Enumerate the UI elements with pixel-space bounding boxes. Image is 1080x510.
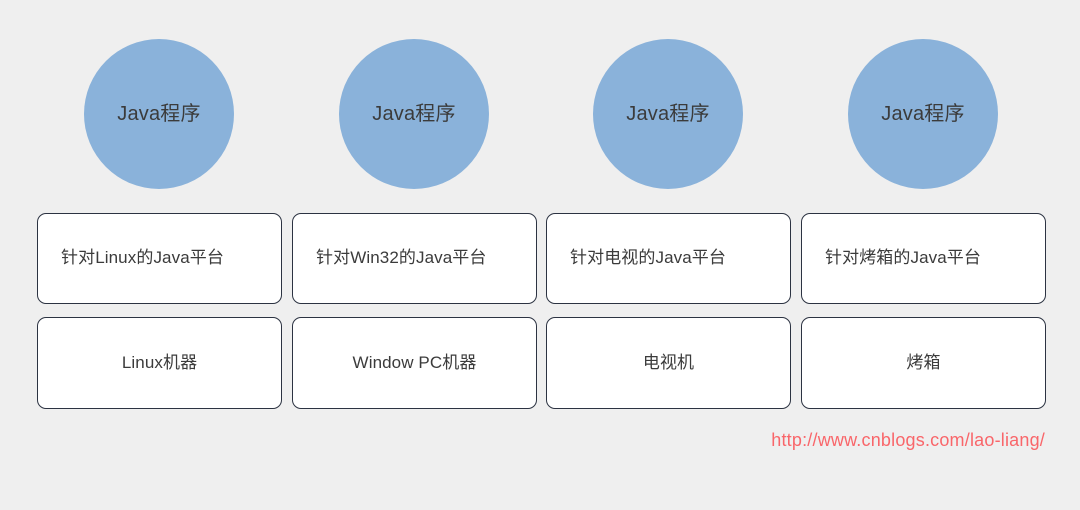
machine-label: Window PC机器 [352, 352, 477, 372]
platform-box-2: 针对电视的Java平台 [546, 213, 791, 304]
platform-label: 针对电视的Java平台 [570, 248, 727, 268]
platform-label: 针对Win32的Java平台 [316, 248, 487, 268]
platform-box-3: 针对烤箱的Java平台 [801, 213, 1046, 304]
java-program-circle-3: Java程序 [848, 39, 998, 189]
circle-label: Java程序 [881, 103, 965, 125]
java-program-circle-0: Java程序 [84, 39, 234, 189]
circle-label: Java程序 [626, 103, 710, 125]
circle-label: Java程序 [372, 103, 456, 125]
circle-label: Java程序 [117, 103, 201, 125]
machine-box-3: 烤箱 [801, 317, 1046, 409]
machine-box-2: 电视机 [546, 317, 791, 409]
machine-box-0: Linux机器 [37, 317, 282, 409]
source-url-link[interactable]: http://www.cnblogs.com/lao-liang/ [771, 430, 1045, 450]
platform-label: 针对烤箱的Java平台 [825, 248, 982, 268]
platform-box-0: 针对Linux的Java平台 [37, 213, 282, 304]
java-program-circle-1: Java程序 [339, 39, 489, 189]
machine-label: 烤箱 [906, 352, 941, 372]
machine-box-1: Window PC机器 [292, 317, 537, 409]
platform-label: 针对Linux的Java平台 [61, 248, 224, 268]
platform-box-1: 针对Win32的Java平台 [292, 213, 537, 304]
machine-label: Linux机器 [121, 352, 198, 372]
machine-label: 电视机 [642, 352, 695, 372]
java-program-circle-2: Java程序 [593, 39, 743, 189]
